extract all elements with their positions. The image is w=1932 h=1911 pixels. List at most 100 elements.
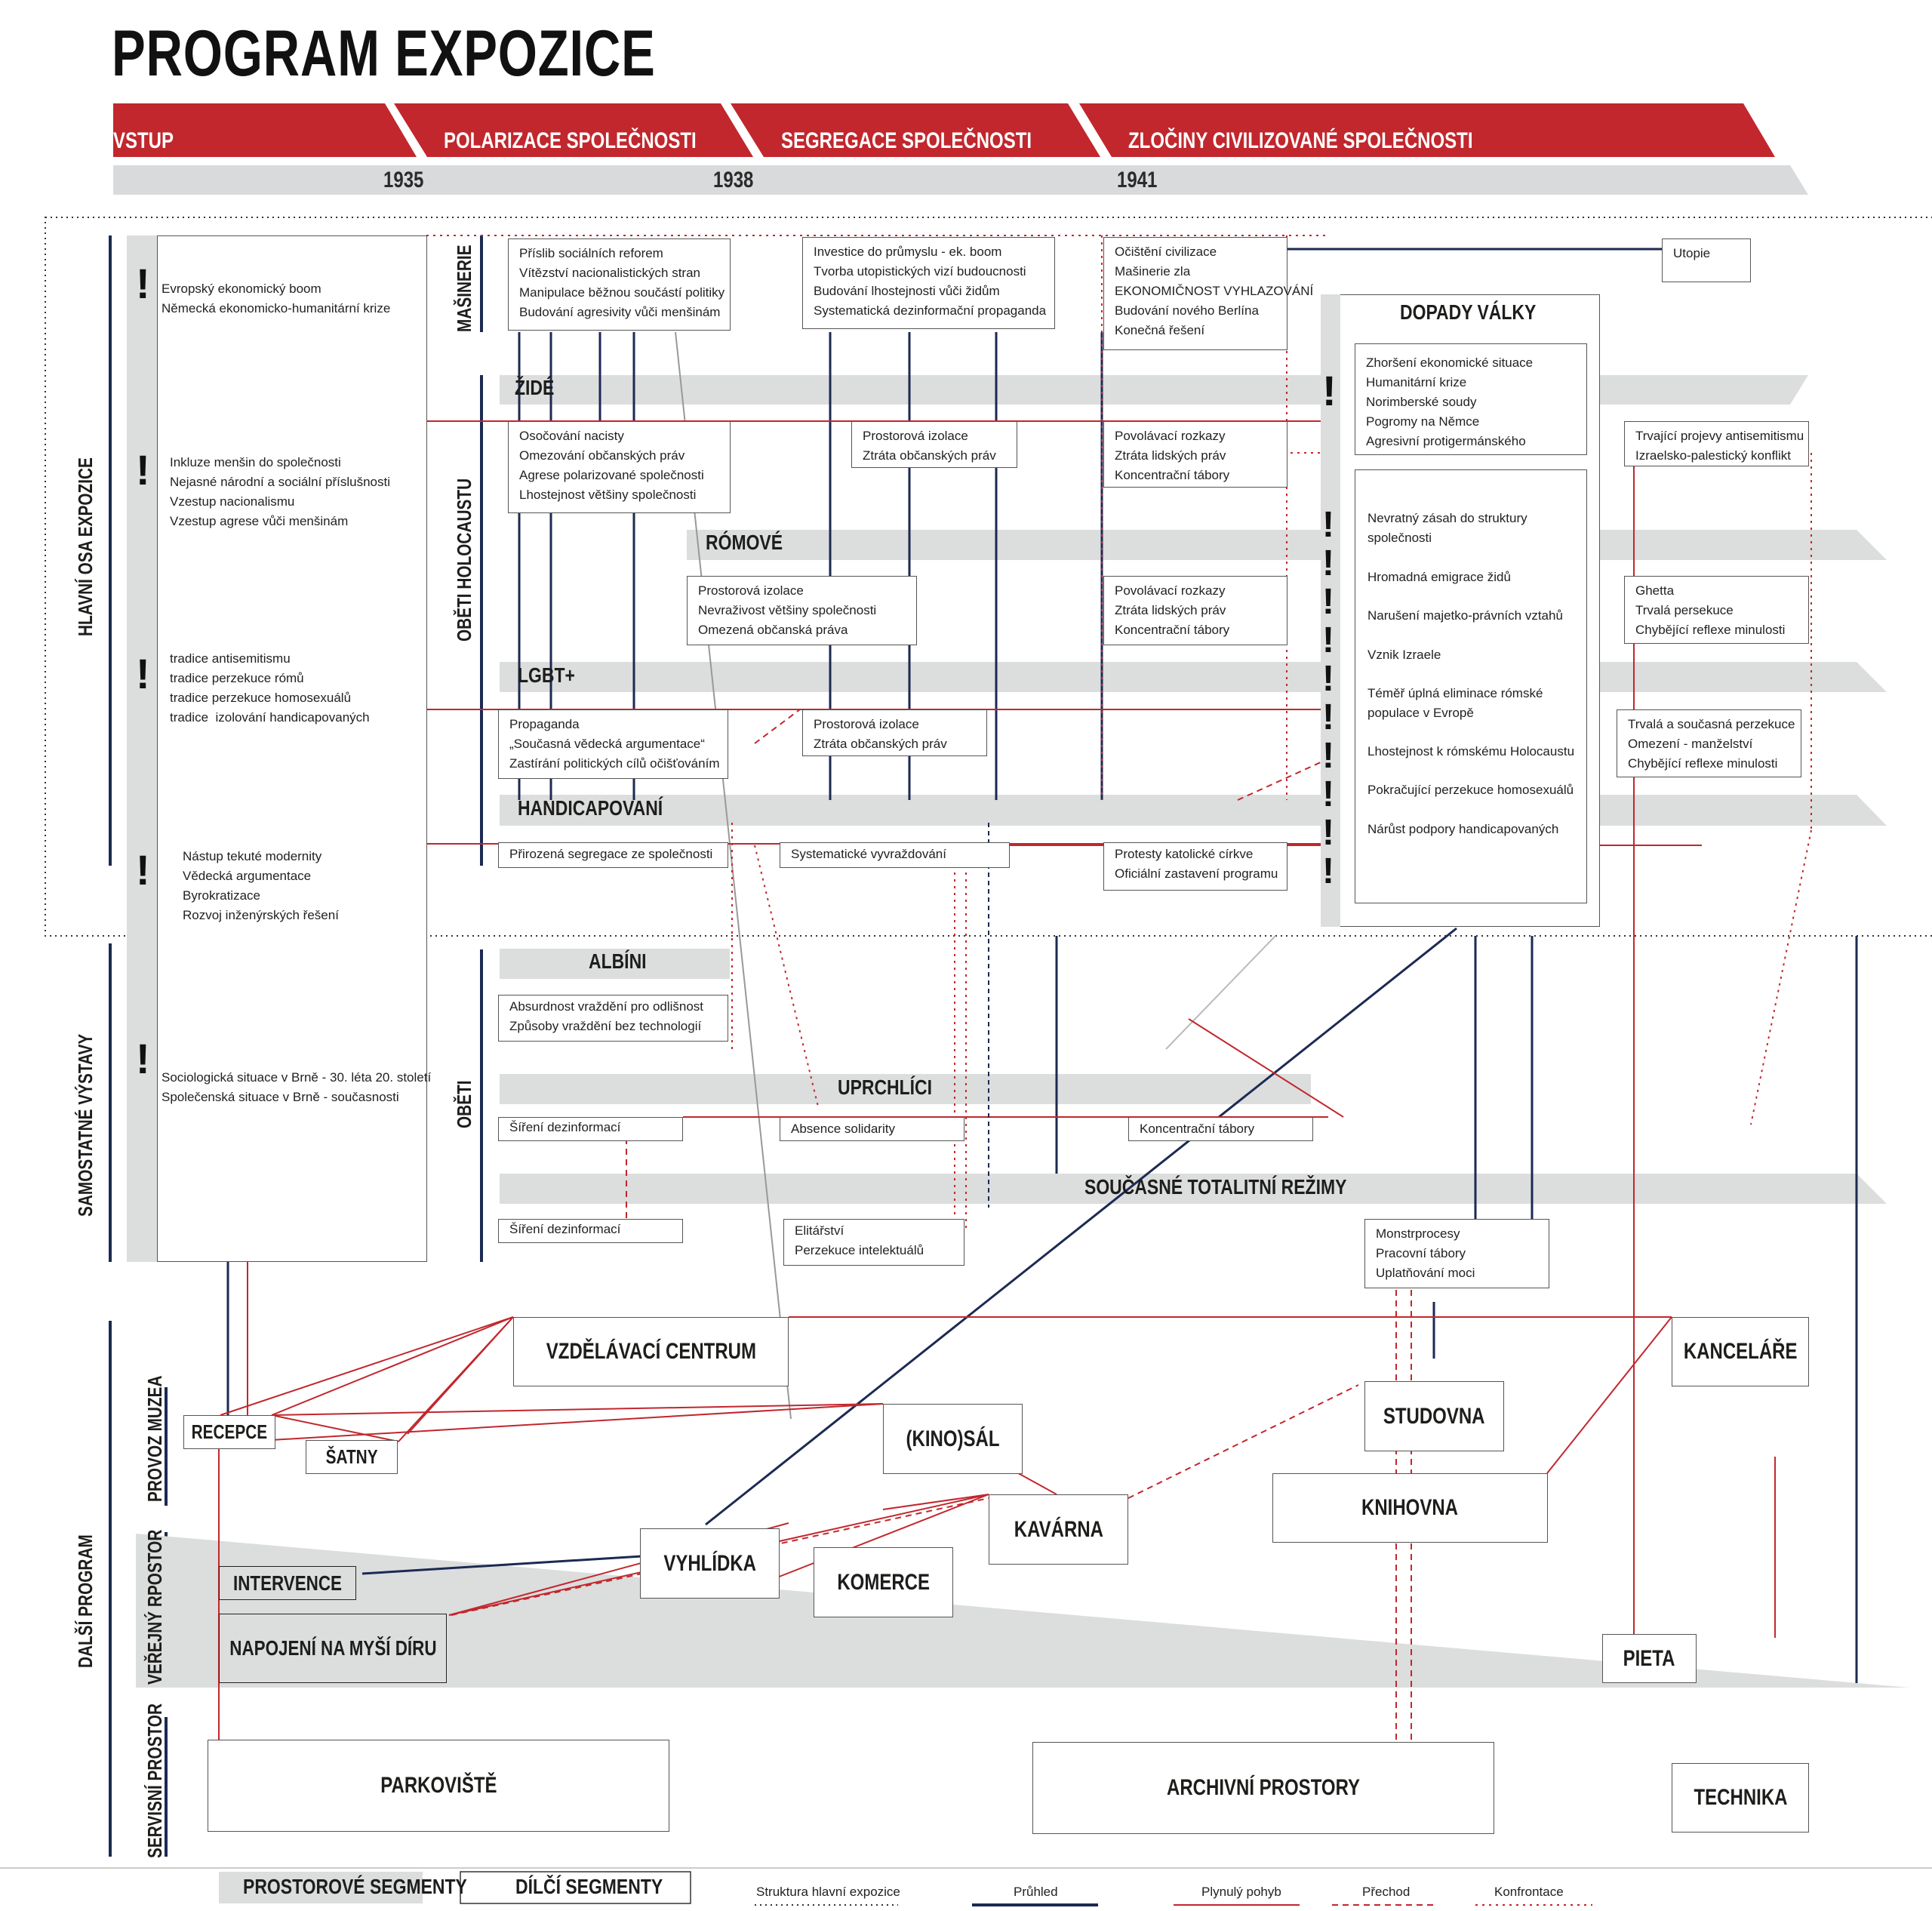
room-recepce: RECEPCE bbox=[183, 1415, 275, 1449]
dopady-item: Téměř úplná eliminace rómské populace v … bbox=[1367, 686, 1543, 720]
lgbt-box-1: Propaganda „Současná vědecká argumentace… bbox=[498, 709, 728, 779]
dopady-item: Nárůst podpory handicapovaných bbox=[1367, 822, 1559, 836]
legend-struktura: Struktura hlavní expozice bbox=[756, 1885, 900, 1899]
zide-box-2: Prostorová izolace Ztráta občanských prá… bbox=[851, 421, 1017, 468]
room-vzdelavaci: VZDĚLÁVACÍ CENTRUM bbox=[513, 1317, 789, 1386]
phase-band-zlociny bbox=[1079, 103, 1775, 157]
band-totalitni bbox=[500, 1174, 1887, 1204]
year-band bbox=[113, 165, 1808, 195]
masinerie-box-2: Investice do průmyslu - ek. boom Tvorba … bbox=[802, 237, 1055, 329]
label-provoz: PROVOZ MUZEA bbox=[143, 1375, 166, 1502]
room-parkoviste: PARKOVIŠTĚ bbox=[208, 1740, 669, 1832]
phase-band-polarizace bbox=[394, 103, 753, 157]
room-intervence: INTERVENCE bbox=[219, 1566, 356, 1600]
year-1938: 1938 bbox=[713, 168, 754, 192]
label-samostatne: SAMOSTATNÉ VÝSTAVY bbox=[74, 1033, 97, 1217]
exclamation-icon: ! bbox=[136, 650, 150, 697]
room-pieta: PIETA bbox=[1602, 1634, 1697, 1683]
romove-box-3: Ghetta Trvalá persekuce Chybějící reflex… bbox=[1624, 576, 1809, 644]
band-albini bbox=[500, 949, 730, 979]
exclamation-icon: ! bbox=[136, 846, 150, 894]
band-zide bbox=[500, 375, 1808, 405]
room-satny: ŠATNY bbox=[306, 1440, 398, 1474]
group-totalitni: SOUČASNÉ TOTALITNÍ REŽIMY bbox=[1084, 1175, 1347, 1199]
exclamation-icon: ! bbox=[136, 1035, 150, 1082]
phase-band-segregace bbox=[731, 103, 1100, 157]
uprchlici-box-1: Šíření dezinformací bbox=[498, 1117, 683, 1141]
legend-prechod: Přechod bbox=[1362, 1885, 1411, 1899]
dopady-item: Hromadná emigrace židů bbox=[1367, 570, 1511, 584]
label-obeti-holocaustu: OBĚTI HOLOCAUSTU bbox=[453, 478, 475, 642]
dopady-title: DOPADY VÁLKY bbox=[1400, 300, 1537, 324]
label-servisni: SERVISNÍ PROSTOR bbox=[143, 1703, 166, 1858]
band-handicap bbox=[500, 795, 1887, 826]
page-title: PROGRAM EXPOZICE bbox=[112, 17, 656, 90]
uprchlici-box-2: Absence solidarity bbox=[780, 1117, 964, 1141]
room-kancelare: KANCELÁŘE bbox=[1672, 1317, 1809, 1386]
uprchlici-box-3: Koncentrační tábory bbox=[1128, 1117, 1313, 1141]
dopady-item: Vznik Izraele bbox=[1367, 648, 1441, 662]
left-text-2: Inkluze menšin do společnosti Nejasné ná… bbox=[170, 455, 390, 528]
totalitni-box-1: Šíření dezinformací bbox=[498, 1219, 683, 1243]
dopady-item: Lhostejnost k rómskému Holocaustu bbox=[1367, 744, 1575, 759]
label-hlavni-osa: HLAVNÍ OSA EXPOZICE bbox=[74, 457, 97, 636]
handicap-box-1: Přirozená segregace ze společnosti bbox=[498, 842, 728, 868]
legend-dilci: DÍLČÍ SEGMENTY bbox=[515, 1875, 663, 1898]
group-lgbt: LGBT+ bbox=[518, 663, 575, 687]
zide-box-4: Trvající projevy antisemitismu Izraelsko… bbox=[1624, 421, 1809, 466]
group-zide: ŽIDÉ bbox=[515, 376, 555, 399]
legend-pruhled: Průhled bbox=[1014, 1885, 1058, 1899]
left-text-3: tradice antisemitismu tradice perzekuce … bbox=[170, 651, 370, 725]
exclamation-icon: ! bbox=[136, 260, 150, 307]
year-1941: 1941 bbox=[1117, 168, 1158, 192]
legend-prostorove: PROSTOROVÉ SEGMENTY bbox=[243, 1875, 467, 1898]
albini-box: Absurdnost vraždění pro odlišnost Způsob… bbox=[498, 995, 728, 1042]
band-uprchlici bbox=[500, 1074, 1311, 1104]
group-handicap: HANDICAPOVANÍ bbox=[518, 796, 663, 820]
phase-vstup: VSTUP bbox=[113, 128, 174, 153]
masinerie-box-utopie: Utopie bbox=[1662, 238, 1751, 282]
masinerie-box-1: Příslib sociálních reforem Vítězství nac… bbox=[508, 238, 731, 331]
zide-box-1: Osočování nacisty Omezování občanských p… bbox=[508, 421, 731, 513]
year-1935: 1935 bbox=[383, 168, 424, 192]
room-kinosal: (KINO)SÁL bbox=[883, 1404, 1023, 1474]
label-dalsi: DALŠÍ PROGRAM bbox=[74, 1534, 97, 1668]
totalitni-box-3: Monstrprocesy Pracovní tábory Uplatňován… bbox=[1364, 1219, 1549, 1288]
room-studovna: STUDOVNA bbox=[1364, 1381, 1504, 1451]
phase-zlociny: ZLOČINY CIVILIZOVANÉ SPOLEČNOSTI bbox=[1128, 128, 1473, 153]
dopady-item: Pokračující perzekuce homosexuálů bbox=[1367, 783, 1574, 797]
main-exhibition-frame bbox=[45, 217, 1932, 937]
left-column-box bbox=[157, 235, 427, 1262]
legend-konfrontace: Konfrontace bbox=[1494, 1885, 1564, 1899]
label-obeti: OBĚTI bbox=[453, 1080, 475, 1128]
room-napojeni: NAPOJENÍ NA MYŠÍ DÍRU bbox=[219, 1614, 447, 1683]
dopady-strip bbox=[1321, 294, 1340, 927]
room-kavarna: KAVÁRNA bbox=[989, 1494, 1128, 1565]
group-albini: ALBÍNI bbox=[589, 949, 647, 973]
dopady-item: Nevratný zásah do struktury společnosti bbox=[1367, 511, 1527, 545]
label-masinerie: MAŠINERIE bbox=[453, 245, 475, 332]
public-space-wedge bbox=[136, 1534, 1909, 1688]
left-text-1: Evropský ekonomický boom Německá ekonomi… bbox=[162, 282, 391, 315]
lgbt-box-3: Trvalá a současná perzekuce Omezení - ma… bbox=[1617, 709, 1801, 777]
totalitni-box-2: Elitářství Perzekuce intelektuálů bbox=[783, 1219, 964, 1266]
romove-box-1: Prostorová izolace Nevraživost většiny s… bbox=[687, 576, 917, 645]
left-text-4: Nástup tekuté modernity Vědecká argument… bbox=[183, 849, 339, 922]
legend-plynuly: Plynulý pohyb bbox=[1201, 1885, 1281, 1899]
exclamation-icon: ! bbox=[1322, 367, 1337, 414]
romove-box-2: Povolávací rozkazy Ztráta lidských práv … bbox=[1103, 576, 1287, 645]
phase-band-vstup bbox=[113, 103, 417, 157]
dopady-top-box: Zhoršení ekonomické situace Humanitární … bbox=[1355, 343, 1587, 455]
phase-polarizace: POLARIZACE SPOLEČNOSTI bbox=[444, 128, 697, 153]
exclamation-icon: ! ! ! ! ! ! ! ! ! ! bbox=[1322, 505, 1334, 891]
left-text-5: Sociologická situace v Brně - 30. léta 2… bbox=[162, 1070, 432, 1104]
group-uprchlici: UPRCHLÍCI bbox=[838, 1076, 933, 1099]
phase-segregace: SEGREGACE SPOLEČNOSTI bbox=[781, 128, 1032, 153]
lgbt-box-2: Prostorová izolace Ztráta občanských prá… bbox=[802, 709, 987, 756]
room-knihovna: KNIHOVNA bbox=[1272, 1473, 1548, 1543]
group-romove: RÓMOVÉ bbox=[706, 531, 783, 554]
room-technika: TECHNIKA bbox=[1672, 1763, 1809, 1833]
masinerie-box-3: Očištění civilizace Mašinerie zla EKONOM… bbox=[1103, 237, 1313, 350]
room-archivni: ARCHIVNÍ PROSTORY bbox=[1032, 1742, 1494, 1834]
room-vyhlidka: VYHLÍDKA bbox=[640, 1528, 780, 1599]
